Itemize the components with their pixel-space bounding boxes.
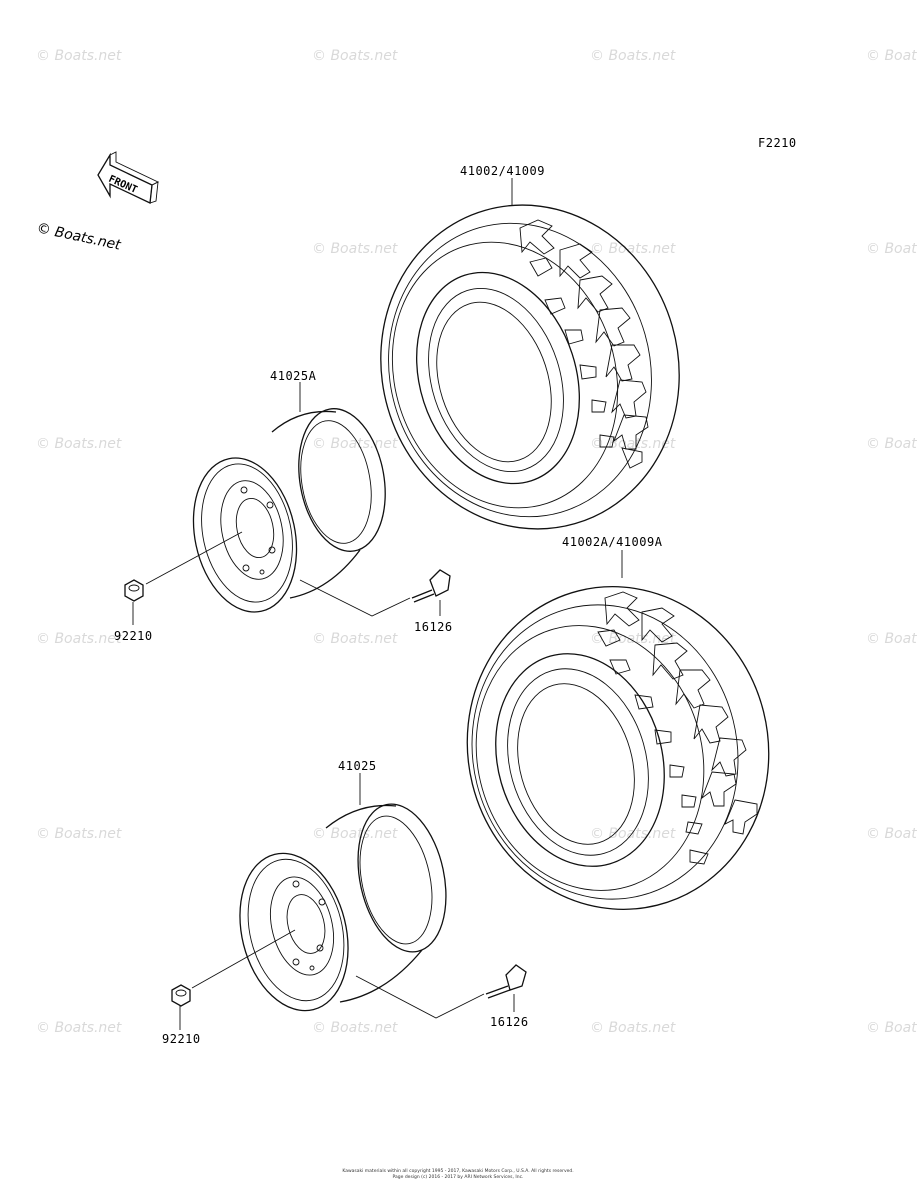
figure-code: F2210 xyxy=(758,136,797,150)
watermark: © Boats.net xyxy=(866,241,917,257)
watermark: © Boats.net xyxy=(590,1020,676,1036)
watermark: © Boats.net xyxy=(866,631,917,647)
leader-line xyxy=(191,929,296,989)
part-label-tire-rear[interactable]: 41002/41009 xyxy=(460,164,545,178)
watermark: © Boats.net xyxy=(866,436,917,452)
part-label-tire-front[interactable]: 41002A/41009A xyxy=(562,535,663,549)
watermark-layer: © Boats.net © Boats.net © Boats.net © Bo… xyxy=(36,48,917,1036)
watermark: © Boats.net xyxy=(36,631,122,647)
nut-lower xyxy=(171,984,191,1007)
watermark: © Boats.net xyxy=(312,826,398,842)
watermark: © Boats.net xyxy=(312,241,398,257)
leader-line xyxy=(299,579,411,617)
watermark: © Boats.net xyxy=(36,1020,122,1036)
part-label-nut-lower[interactable]: 92210 xyxy=(162,1032,201,1046)
footer-copyright: Kawasaki materials within all copyright … xyxy=(342,1168,573,1174)
watermark: © Boats.net xyxy=(590,826,676,842)
watermark: © Boats.net xyxy=(590,241,676,257)
valve-lower xyxy=(485,964,527,999)
leader-line xyxy=(355,975,485,1019)
leader-line xyxy=(145,531,243,585)
watermark: © Boats.net xyxy=(312,1020,398,1036)
wheel-upper xyxy=(192,408,386,613)
part-label-wheel-lower[interactable]: 41025 xyxy=(338,759,377,773)
part-label-wheel-upper[interactable]: 41025A xyxy=(270,369,317,383)
watermark: © Boats.net xyxy=(590,48,676,64)
watermark: © Boats.net xyxy=(866,826,917,842)
watermark: © Boats.net xyxy=(866,48,917,64)
front-tire xyxy=(466,586,770,910)
part-label-valve-lower[interactable]: 16126 xyxy=(490,1015,529,1029)
part-label-nut-upper[interactable]: 92210 xyxy=(114,629,153,643)
front-arrow-icon: FRONT xyxy=(97,151,160,204)
watermark: © Boats.net xyxy=(590,436,676,452)
watermark: © Boats.net xyxy=(36,826,122,842)
watermark: © Boats.net xyxy=(866,1020,917,1036)
wheel-lower xyxy=(239,803,447,1012)
part-label-valve-upper[interactable]: 16126 xyxy=(414,620,453,634)
rear-tire xyxy=(380,204,680,530)
valve-upper xyxy=(411,569,451,603)
watermark: © Boats.net xyxy=(312,48,398,64)
watermark: © Boats.net xyxy=(312,631,398,647)
copyright-text: © Boats.net xyxy=(35,220,122,254)
nut-upper xyxy=(124,579,144,602)
footer-design: Page design (c) 2016 - 2017 by ARI Netwo… xyxy=(393,1174,524,1180)
watermark: © Boats.net xyxy=(36,436,122,452)
watermark: © Boats.net xyxy=(36,48,122,64)
